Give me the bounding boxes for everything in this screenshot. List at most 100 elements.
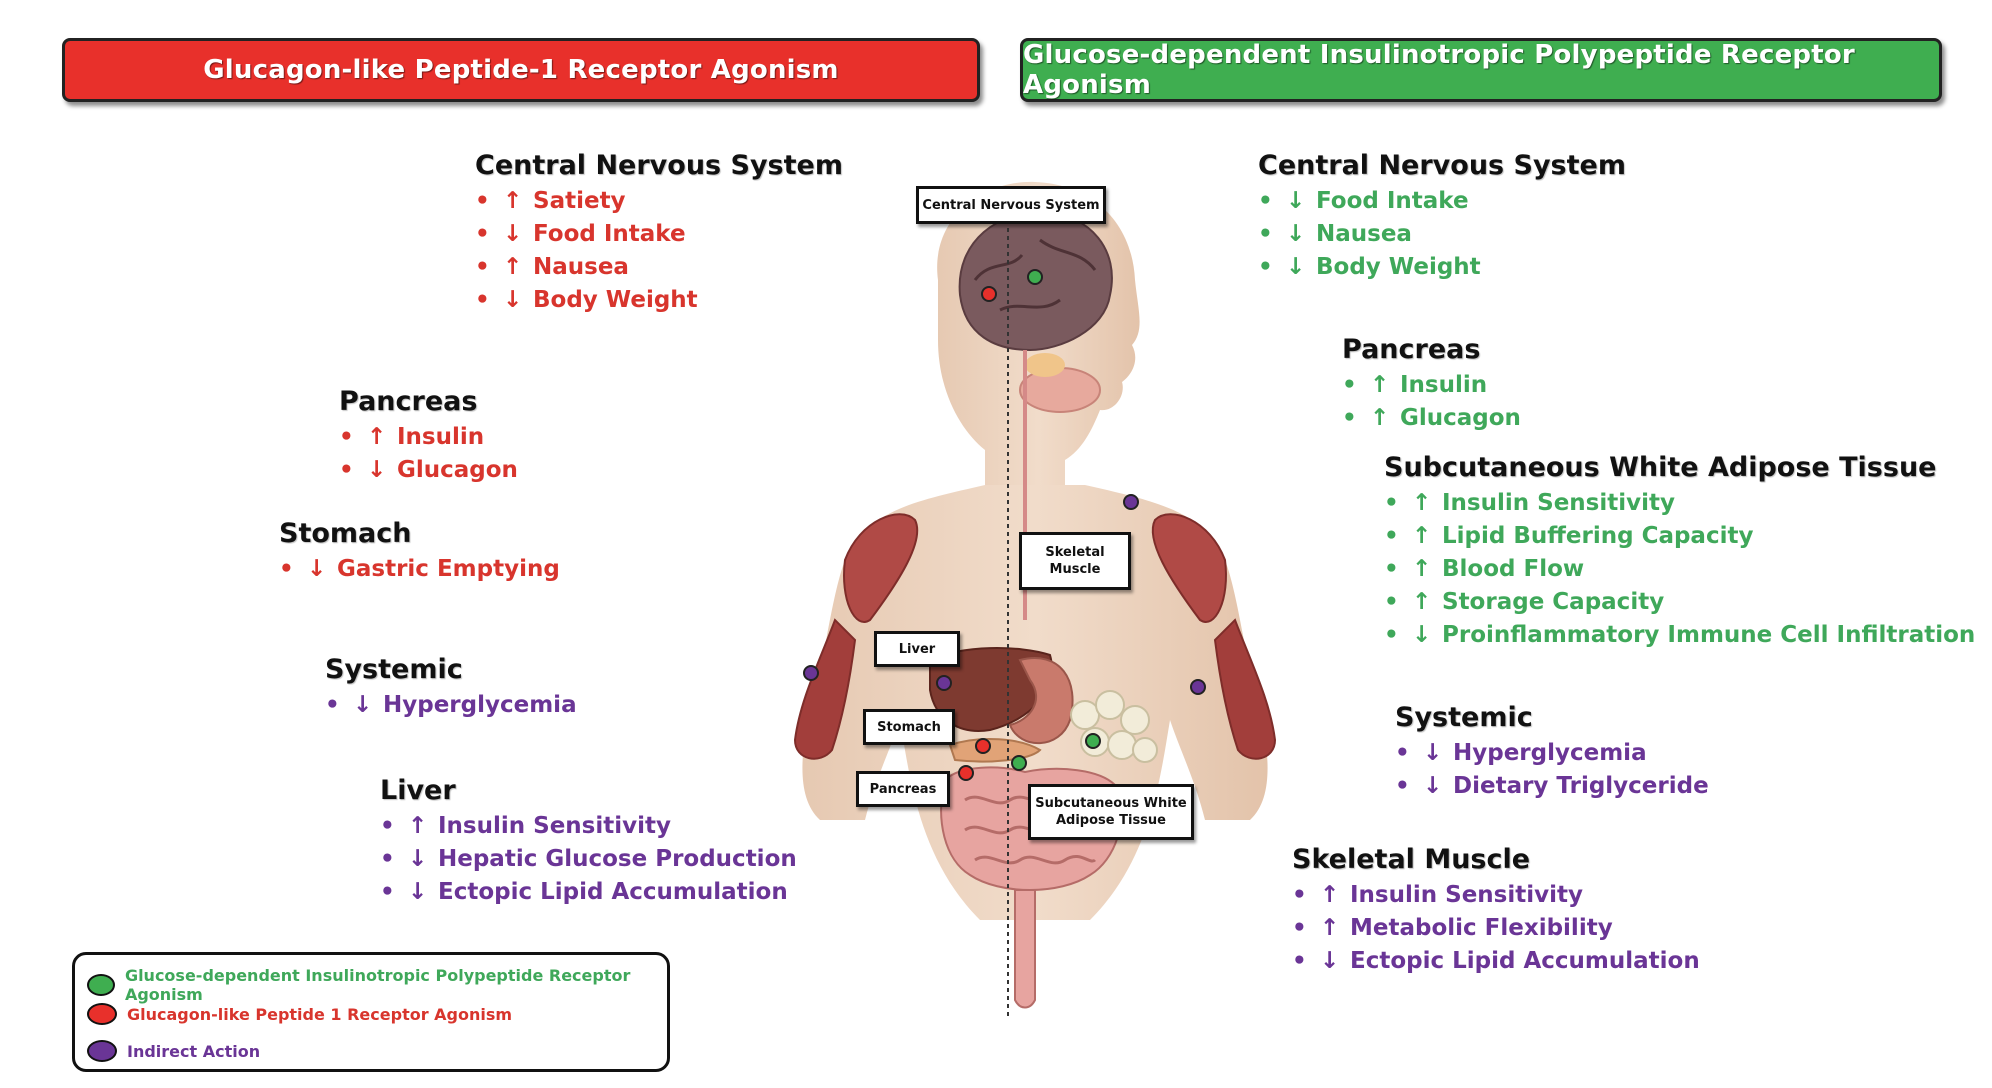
effect-text: Food Intake <box>533 221 686 247</box>
effect-text: Body Weight <box>1316 254 1481 280</box>
effect-text: Insulin Sensitivity <box>438 813 671 839</box>
left-shoulder-muscle <box>843 513 919 623</box>
human-body-figure: Central Nervous System Skeletal Muscle L… <box>760 160 1280 1030</box>
effect-text: Insulin <box>1400 372 1488 398</box>
effect-item: •↑Insulin Sensitivity <box>1292 879 1700 912</box>
right-pancreas-block: Pancreas•↑Insulin•↑Glucagon <box>1342 334 1521 435</box>
bullet-icon: • <box>1342 372 1357 398</box>
bullet-icon: • <box>1292 915 1307 941</box>
glp1-marker-cns <box>981 286 997 302</box>
glp1-marker-pancreas <box>958 765 974 781</box>
effect-item: •↓Food Intake <box>1258 185 1626 218</box>
effect-text: Insulin Sensitivity <box>1442 490 1675 516</box>
arrow-up-icon: ↑ <box>1370 372 1390 398</box>
effect-item: • ↓ Nausea <box>1258 218 1626 251</box>
arrow-up-icon: ↑ <box>408 813 428 839</box>
effect-text: Dietary Triglyceride <box>1453 773 1709 799</box>
glp1-banner: Glucagon-like Peptide-1 Receptor Agonism <box>62 38 980 102</box>
gip-banner-title: Glucose-dependent Insulinotropic Polypep… <box>1023 40 1855 100</box>
left-pancreas-block: Pancreas•↑Insulin•↓Glucagon <box>339 386 518 487</box>
arrow-down-icon: ↓ <box>1423 740 1443 766</box>
bullet-icon: • <box>1384 622 1399 648</box>
right-cns-block: Central Nervous System•↓Food Intake•↓Nau… <box>1258 150 1626 284</box>
glp1-banner-title: Glucagon-like Peptide-1 Receptor Agonism <box>203 55 839 85</box>
left-systemic-block: Systemic•↓Hyperglycemia <box>325 654 577 722</box>
arrow-down-icon: ↓ <box>1320 948 1340 974</box>
organ-title: Central Nervous System <box>475 150 843 181</box>
organ-title: Subcutaneous White Adipose Tissue <box>1384 452 1937 483</box>
bullet-icon: • <box>1258 188 1273 214</box>
body-illustration <box>793 181 1277 1020</box>
bullet-icon: • <box>380 846 395 872</box>
effect-item: • ↑ Metabolic Flexibility <box>1292 912 1700 945</box>
arrow-down-icon: ↓ <box>503 221 523 247</box>
left-liver-block: Liver•↑Insulin Sensitivity•↓Hepatic Gluc… <box>380 775 797 909</box>
effect-text: Lipid Buffering Capacity <box>1442 523 1754 549</box>
effect-item: • ↑ Insulin <box>1342 369 1521 402</box>
arrow-down-icon: ↓ <box>408 846 428 872</box>
effect-item: •↓Gastric Emptying <box>279 553 560 586</box>
bullet-icon: • <box>475 254 490 280</box>
effect-text: Nausea <box>533 254 629 280</box>
arrow-up-icon: ↑ <box>1320 882 1340 908</box>
effect-list: •↑Satiety•↓Food Intake•↑Nausea•↓Body Wei… <box>475 185 843 317</box>
arrow-up-icon: ↑ <box>1412 589 1432 615</box>
effect-list: •↓Hyperglycemia•↓Dietary Triglyceride <box>1395 737 1709 803</box>
effect-list: •↑Insulin Sensitivity•↓Hepatic Glucose P… <box>380 810 797 909</box>
bullet-icon: • <box>380 813 395 839</box>
effect-text: Glucagon <box>397 457 518 483</box>
effect-list: •↑Insulin Sensitivity•↑Lipid Buffering C… <box>1384 487 1975 652</box>
effect-text: Insulin Sensitivity <box>1350 882 1583 908</box>
arrow-down-icon: ↓ <box>1286 221 1306 247</box>
effect-item: •↓Hepatic Glucose Production <box>380 843 797 876</box>
label-skeletal-muscle: Skeletal Muscle <box>1019 532 1131 590</box>
arrow-down-icon: ↓ <box>367 457 387 483</box>
bullet-icon: • <box>1384 523 1399 549</box>
legend-item-indirect: Indirect Action <box>87 1040 260 1062</box>
effect-item: •↑Satiety <box>475 185 843 218</box>
effect-item: •↑Insulin Sensitivity <box>1384 487 1975 520</box>
effect-item: •↑Nausea <box>475 251 843 284</box>
arrow-up-icon: ↑ <box>1412 523 1432 549</box>
effect-text: Blood Flow <box>1442 556 1585 582</box>
purple-dot-icon <box>87 1040 117 1062</box>
bullet-icon: • <box>475 188 490 214</box>
bullet-icon: • <box>325 692 340 718</box>
gip-marker-pancreas <box>1011 755 1027 771</box>
bullet-icon: • <box>339 457 354 483</box>
arrow-down-icon: ↓ <box>408 879 428 905</box>
label-subcutaneous-white-adipose-tissue: Subcutaneous White Adipose Tissue <box>1028 784 1194 840</box>
legend-item-gip: Glucose-dependent Insulinotropic Polypep… <box>87 966 667 1004</box>
effect-text: Metabolic Flexibility <box>1350 915 1613 941</box>
arrow-up-icon: ↑ <box>1320 915 1340 941</box>
effect-item: •↓Hyperglycemia <box>325 689 577 722</box>
bullet-icon: • <box>1384 556 1399 582</box>
arrow-up-icon: ↑ <box>367 424 387 450</box>
bullet-icon: • <box>1292 948 1307 974</box>
right-systemic-block: Systemic•↓Hyperglycemia•↓Dietary Triglyc… <box>1395 702 1709 803</box>
effect-item: •↑Storage Capacity <box>1384 586 1975 619</box>
effect-item: •↓Ectopic Lipid Accumulation <box>380 876 797 909</box>
bullet-icon: • <box>1258 254 1273 280</box>
effect-item: •↓Proinflammatory Immune Cell Infiltrati… <box>1384 619 1975 652</box>
organ-title: Pancreas <box>339 386 478 417</box>
bullet-icon: • <box>1384 589 1399 615</box>
arrow-down-icon: ↓ <box>1286 188 1306 214</box>
label-central-nervous-system: Central Nervous System <box>916 186 1106 224</box>
effect-item: •↓Body Weight <box>1258 251 1626 284</box>
effect-item: • ↑ Insulin Sensitivity <box>380 810 797 843</box>
effect-text: Nausea <box>1316 221 1412 247</box>
effect-item: •↑Blood Flow <box>1384 553 1975 586</box>
right-shoulder-muscle <box>1151 513 1227 623</box>
left-cns-block: Central Nervous System•↑Satiety•↓Food In… <box>475 150 843 317</box>
effect-list: •↑Insulin•↓Glucagon <box>339 421 518 487</box>
organ-title: Central Nervous System <box>1258 150 1626 181</box>
effect-item: •↑Glucagon <box>1342 402 1521 435</box>
organ-title: Liver <box>380 775 456 806</box>
bullet-icon: • <box>475 287 490 313</box>
legend-item-glp1: Glucagon-like Peptide 1 Receptor Agonism <box>87 1003 512 1025</box>
stomach-illustration <box>1008 657 1074 745</box>
effect-list: • ↑ Insulin •↑Glucagon <box>1342 369 1521 435</box>
effect-text: Body Weight <box>533 287 698 313</box>
bullet-icon: • <box>1258 221 1273 247</box>
